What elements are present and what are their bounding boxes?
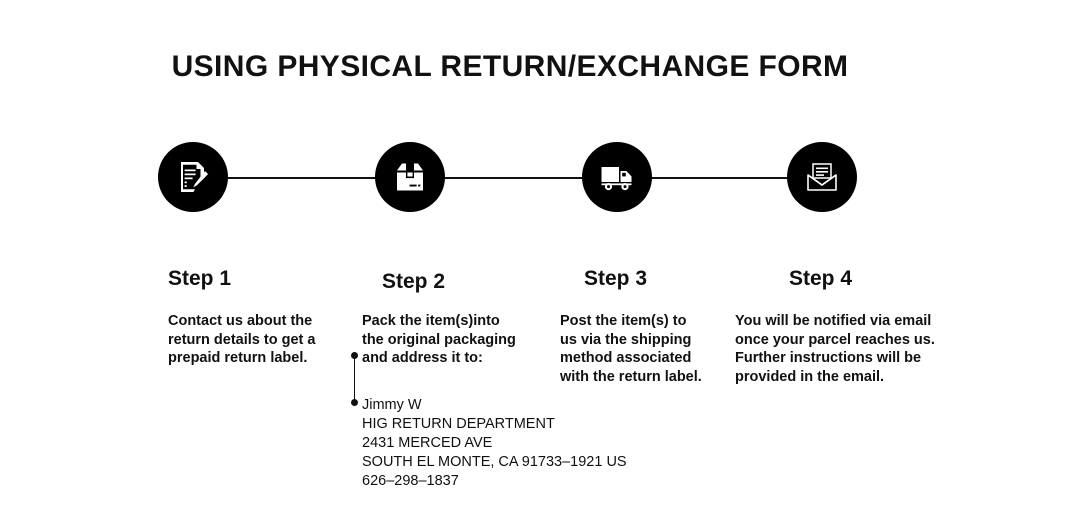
step-body-4: You will be notified via email once your…: [735, 312, 935, 386]
step-body-line: Post the item(s) to: [560, 313, 687, 329]
step-body-line: return details to get a: [168, 331, 316, 348]
step-node-4[interactable]: [787, 142, 857, 212]
return-address-block: Jimmy W HIG RETURN DEPARTMENT 2431 MERCE…: [362, 396, 627, 491]
step-column-1: Step 1 Contact us about the return detai…: [168, 267, 315, 368]
step-body-line: and address it to:: [362, 350, 483, 366]
step-column-4: Step 4 You will be notified via email on…: [735, 267, 935, 386]
step-body-3: Post the item(s) to us via the shipping …: [560, 312, 702, 386]
step-heading-2: Step 2: [382, 270, 446, 293]
step-body-line: Pack the item(s)into: [362, 313, 500, 329]
flow-connector-line: [228, 177, 788, 179]
step-body-line: the original packaging: [362, 331, 516, 348]
bracket-dot-bottom: [351, 399, 358, 406]
step-body-line: You will be notified via email: [735, 313, 932, 329]
step-body-line: method associated: [560, 350, 692, 366]
step-body-line: Contact us about the: [168, 313, 313, 329]
step-heading-3: Step 3: [584, 267, 648, 290]
step-body-line: once your parcel reaches us.: [735, 331, 935, 348]
address-line: 2431 MERCED AVE: [362, 435, 493, 451]
step-body-line: provided in the email.: [735, 368, 885, 385]
open-envelope-icon: [803, 158, 841, 196]
step-body-line: with the return label.: [560, 368, 702, 385]
step-body-line: us via the shipping: [560, 331, 692, 348]
package-box-icon: [391, 158, 429, 196]
bracket-stem: [353, 355, 356, 403]
step-node-3[interactable]: [582, 142, 652, 212]
page-title: USING PHYSICAL RETURN/EXCHANGE FORM: [171, 50, 849, 83]
step-node-1[interactable]: [158, 142, 228, 212]
step-body-1: Contact us about the return details to g…: [168, 312, 315, 368]
step-column-2: Step 2 Pack the item(s)into the original…: [362, 270, 516, 368]
step-body-2: Pack the item(s)into the original packag…: [362, 312, 516, 368]
address-line: Jimmy W: [362, 397, 422, 413]
step-column-3: Step 3 Post the item(s) to us via the sh…: [560, 267, 702, 386]
address-line: HIG RETURN DEPARTMENT: [362, 416, 555, 432]
step-body-line: prepaid return label.: [168, 350, 308, 366]
document-pencil-icon: [174, 158, 212, 196]
step-node-2[interactable]: [375, 142, 445, 212]
address-line: 626–298–1837: [362, 473, 459, 489]
address-bracket-connector: [351, 352, 358, 406]
address-line: SOUTH EL MONTE, CA 91733–1921 US: [362, 454, 627, 470]
step-heading-1: Step 1: [168, 267, 232, 290]
step-body-line: Further instructions will be: [735, 350, 922, 366]
step-heading-4: Step 4: [789, 267, 853, 290]
delivery-truck-icon: [598, 158, 636, 196]
step-flow-strip: [0, 142, 1076, 214]
